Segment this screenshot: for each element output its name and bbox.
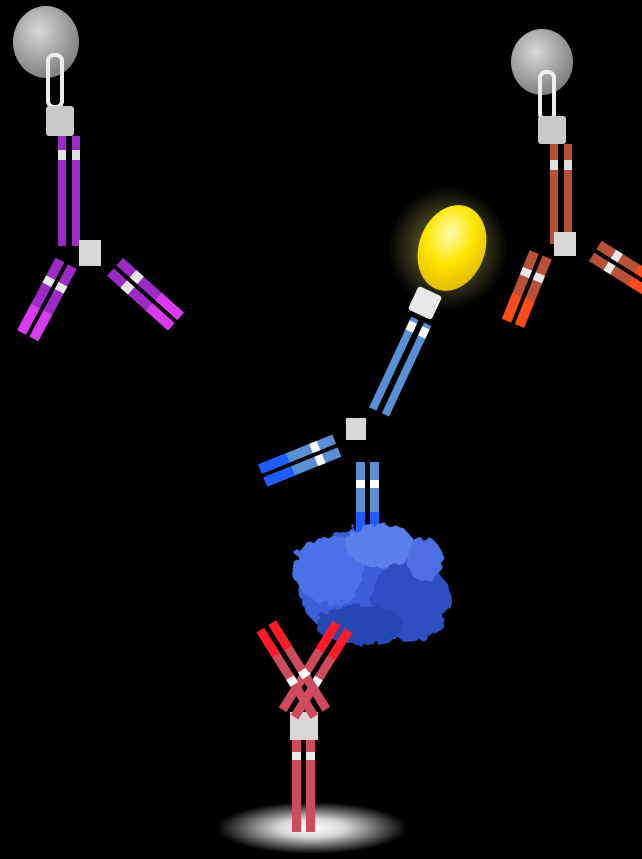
- light-bulb-icon: [511, 29, 573, 95]
- antibody-red: [256, 620, 353, 832]
- antigen-protein-icon: [294, 523, 450, 645]
- antibody-rust: [501, 29, 642, 328]
- antibody-purple: [13, 6, 185, 342]
- antibody-blue: [258, 186, 508, 538]
- light-bulb-icon: [417, 205, 487, 291]
